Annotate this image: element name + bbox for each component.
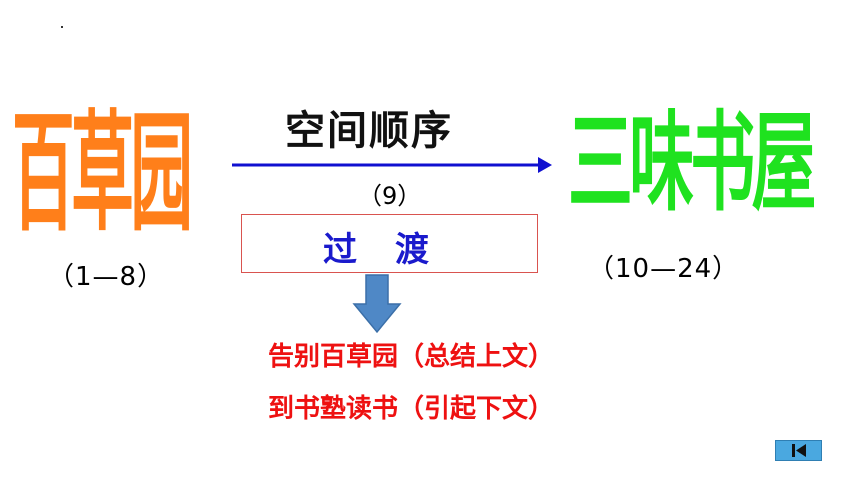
right-arrow-icon [232, 157, 552, 173]
right-node-title: 三味书屋 [568, 101, 816, 226]
left-node-title: 百草园 [12, 99, 193, 250]
right-node-paragraphs: （10—24） [588, 254, 740, 284]
skip-back-icon [792, 444, 806, 457]
decorative-dot [61, 26, 63, 28]
summary-line-2: 到书塾读书（引起下文） [268, 394, 555, 424]
down-arrow-icon [352, 274, 402, 334]
transition-label: 过 渡 [323, 230, 431, 270]
transition-box [241, 214, 538, 273]
left-node-paragraphs: （1—8） [48, 262, 165, 292]
previous-slide-button[interactable] [775, 440, 822, 461]
connector-paragraph: （9） [358, 182, 422, 210]
connector-label: 空间顺序 [285, 108, 453, 154]
summary-line-1: 告别百草园（总结上文） [268, 342, 555, 372]
